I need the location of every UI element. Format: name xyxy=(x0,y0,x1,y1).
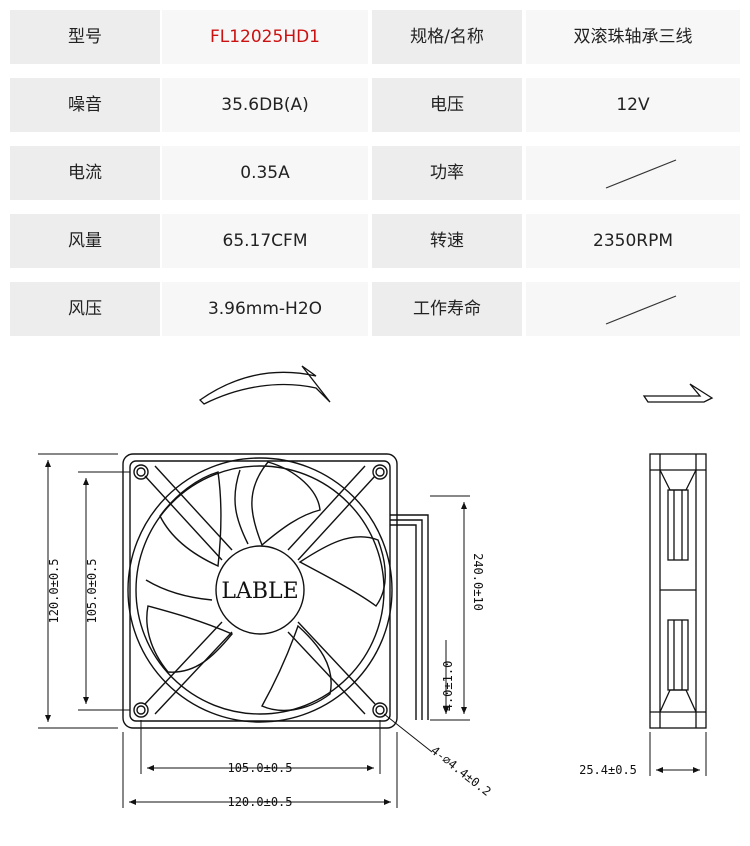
value-current: 0.35A xyxy=(162,146,368,200)
label-lifetime: 工作寿命 xyxy=(372,282,522,336)
dim-width-label: 120.0±0.5 xyxy=(227,795,292,809)
dim-hole-height-label: 105.0±0.5 xyxy=(85,558,99,623)
dim-thickness-label: 25.4±0.5 xyxy=(579,763,637,777)
label-airflow: 风量 xyxy=(10,214,160,268)
fan-side-view xyxy=(649,453,707,729)
value-power xyxy=(526,146,740,200)
label-spec-name: 规格/名称 xyxy=(372,10,522,64)
label-voltage: 电压 xyxy=(372,78,522,132)
value-airflow: 65.17CFM xyxy=(162,214,368,268)
value-noise: 35.6DB(A) xyxy=(162,78,368,132)
dim-hole-width-label: 105.0±0.5 xyxy=(227,761,292,775)
empty-value-slash xyxy=(605,159,677,189)
rotation-arrow-icon xyxy=(198,365,331,405)
label-pressure: 风压 xyxy=(10,282,160,336)
label-current: 电流 xyxy=(10,146,160,200)
label-power: 功率 xyxy=(372,146,522,200)
spec-row-current: 电流 0.35A 功率 xyxy=(10,146,740,200)
spec-row-pressure: 风压 3.96mm-H2O 工作寿命 xyxy=(10,282,740,336)
dimension-lines xyxy=(38,453,707,808)
value-voltage: 12V xyxy=(526,78,740,132)
label-speed: 转速 xyxy=(372,214,522,268)
value-speed: 2350RPM xyxy=(526,214,740,268)
label-noise: 噪音 xyxy=(10,78,160,132)
value-spec-name: 双滚珠轴承三线 xyxy=(526,10,740,64)
spec-row-airflow: 风量 65.17CFM 转速 2350RPM xyxy=(10,214,740,268)
dim-lead-strip-label: 4.0±1.0 xyxy=(441,661,455,712)
dim-height-label: 120.0±0.5 xyxy=(47,558,61,623)
dim-holes-label: 4-⌀4.4±0.2 xyxy=(428,743,494,799)
value-lifetime xyxy=(526,282,740,336)
hub-label: LABLE xyxy=(221,579,298,604)
value-pressure: 3.96mm-H2O xyxy=(162,282,368,336)
spec-row-model: 型号 FL12025HD1 规格/名称 双滚珠轴承三线 xyxy=(10,10,740,64)
fan-front-view xyxy=(122,453,429,729)
value-model: FL12025HD1 xyxy=(162,10,368,64)
empty-value-slash xyxy=(605,295,677,325)
dim-lead-length-label: 240.0±10 xyxy=(471,553,485,611)
spec-row-noise: 噪音 35.6DB(A) 电压 12V xyxy=(10,78,740,132)
label-model: 型号 xyxy=(10,10,160,64)
airflow-arrow-icon xyxy=(642,383,714,403)
